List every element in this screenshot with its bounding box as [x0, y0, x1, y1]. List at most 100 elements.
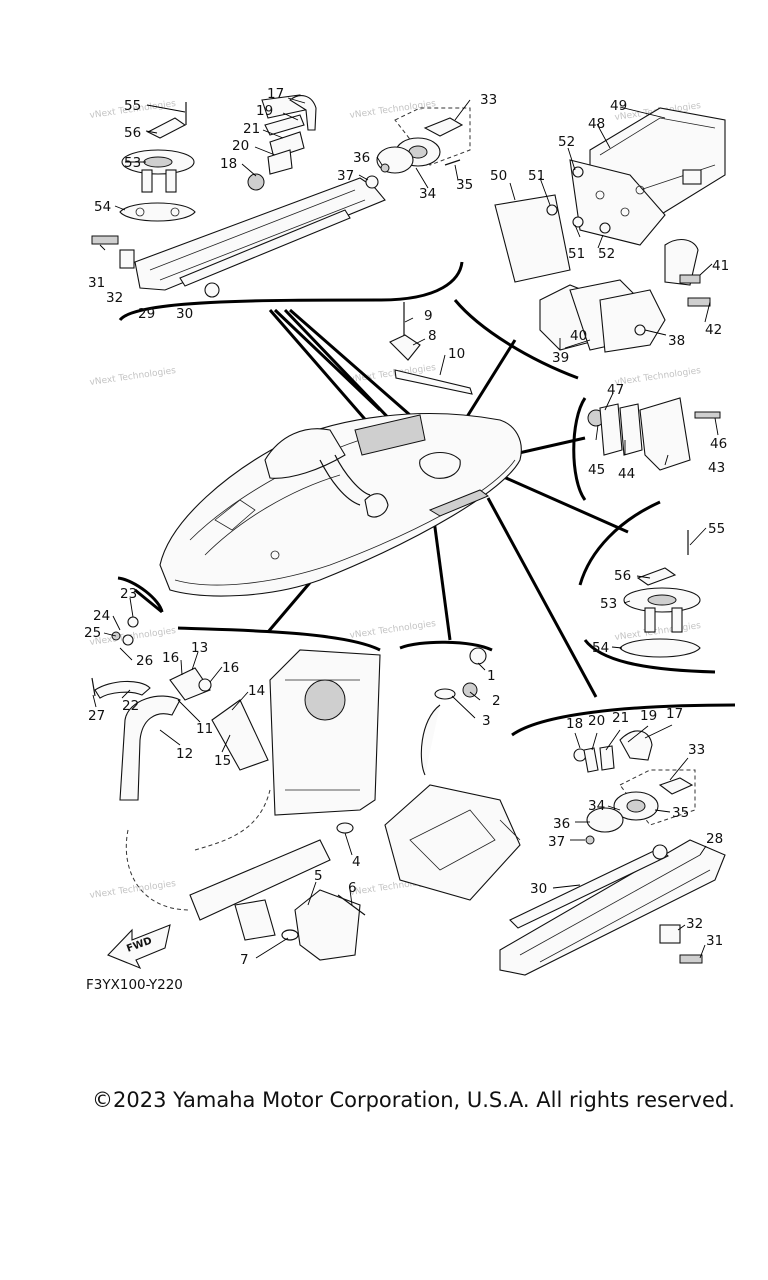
callout-36: 36: [553, 816, 570, 832]
callout-51: 51: [528, 168, 545, 184]
rear-step-group: [499, 730, 726, 976]
callout-52: 52: [558, 134, 575, 150]
callout-20: 20: [232, 138, 249, 154]
callout-12: 12: [176, 746, 193, 762]
side-bracket-group: [587, 397, 721, 471]
callout-55: 55: [124, 98, 141, 114]
jet-pump-group: [384, 647, 521, 901]
callout-9: 9: [424, 308, 433, 324]
copyright-notice: ©2023 Yamaha Motor Corporation, U.S.A. A…: [92, 1088, 735, 1112]
callout-labels: 55 56 53 54 31 32 29 30 17 19 21 20 18 3…: [84, 86, 729, 968]
callout-45: 45: [588, 462, 605, 478]
callout-30: 30: [530, 881, 547, 897]
watercraft-hull: [159, 413, 522, 597]
callout-24: 24: [93, 608, 110, 624]
mount-plate: [269, 649, 381, 961]
callout-26: 26: [136, 653, 153, 669]
callout-10: 10: [448, 346, 465, 362]
callout-18: 18: [220, 156, 237, 172]
fwd-arrow: FWD: [107, 924, 171, 970]
callout-8: 8: [428, 328, 437, 344]
callout-20: 20: [588, 713, 605, 729]
callout-23: 23: [120, 586, 137, 602]
watermark-text: vNext Technologies: [349, 619, 437, 641]
callout-46: 46: [710, 436, 727, 452]
callout-31: 31: [88, 275, 105, 291]
callout-5: 5: [314, 868, 323, 884]
callout-43: 43: [708, 460, 725, 476]
callout-27: 27: [88, 708, 105, 724]
callout-39: 39: [552, 350, 569, 366]
watermark-text: vNext Technologies: [89, 879, 177, 901]
hose-group: [91, 616, 331, 941]
callout-15: 15: [214, 753, 231, 769]
callout-19: 19: [640, 708, 657, 724]
callout-38: 38: [668, 333, 685, 349]
callout-40: 40: [570, 328, 587, 344]
callout-50: 50: [490, 168, 507, 184]
callout-leaders: [92, 97, 719, 959]
watermark-text: vNext Technologies: [349, 99, 437, 121]
storage-box-group: [494, 107, 726, 353]
callout-35: 35: [456, 177, 473, 193]
callout-53: 53: [124, 155, 141, 171]
callout-22: 22: [122, 698, 139, 714]
callout-7: 7: [240, 952, 249, 968]
callout-4: 4: [352, 854, 361, 870]
callout-30: 30: [176, 306, 193, 322]
callout-56: 56: [614, 568, 631, 584]
diagram-code: F3YX100-Y220: [86, 977, 183, 993]
drain-plug-group-top: [365, 107, 471, 189]
watermark-text: vNext Technologies: [89, 366, 177, 388]
callout-25: 25: [84, 625, 101, 641]
callout-32: 32: [106, 290, 123, 306]
callout-14: 14: [248, 683, 265, 699]
callout-53: 53: [600, 596, 617, 612]
callout-21: 21: [612, 710, 629, 726]
callout-36: 36: [353, 150, 370, 166]
callout-16: 16: [162, 650, 179, 666]
callout-51: 51: [568, 246, 585, 262]
callout-32: 32: [686, 916, 703, 932]
callout-55: 55: [708, 521, 725, 537]
callout-3: 3: [482, 713, 491, 729]
callout-48: 48: [588, 116, 605, 132]
callout-54: 54: [592, 640, 609, 656]
callout-31: 31: [706, 933, 723, 949]
callout-18: 18: [566, 716, 583, 732]
callout-29: 29: [138, 306, 155, 322]
callout-37: 37: [548, 834, 565, 850]
strap-group: [389, 302, 473, 395]
callout-44: 44: [618, 466, 635, 482]
watermark-text: vNext Technologies: [89, 626, 177, 648]
callout-1: 1: [487, 668, 496, 684]
callout-19: 19: [256, 103, 273, 119]
callout-28: 28: [706, 831, 723, 847]
callout-11: 11: [196, 721, 213, 737]
callout-37: 37: [337, 168, 354, 184]
callout-33: 33: [688, 742, 705, 758]
callout-2: 2: [492, 693, 501, 709]
callout-34: 34: [419, 186, 436, 202]
callout-21: 21: [243, 121, 260, 137]
callout-16: 16: [222, 660, 239, 676]
callout-13: 13: [191, 640, 208, 656]
cleat-group-top-left: [91, 94, 386, 298]
callout-42: 42: [705, 322, 722, 338]
callout-6: 6: [348, 880, 357, 896]
watermark-text: vNext Technologies: [614, 366, 702, 388]
callout-33: 33: [480, 92, 497, 108]
callout-56: 56: [124, 125, 141, 141]
cleat-group-right: [619, 530, 701, 658]
callout-54: 54: [94, 199, 111, 215]
callout-41: 41: [712, 258, 729, 274]
callout-34: 34: [588, 798, 605, 814]
callout-35: 35: [672, 805, 689, 821]
callout-47: 47: [607, 382, 624, 398]
group-outlines: [117, 261, 736, 737]
callout-17: 17: [267, 86, 284, 102]
callout-52: 52: [598, 246, 615, 262]
callout-49: 49: [610, 98, 627, 114]
callout-17: 17: [666, 706, 683, 722]
